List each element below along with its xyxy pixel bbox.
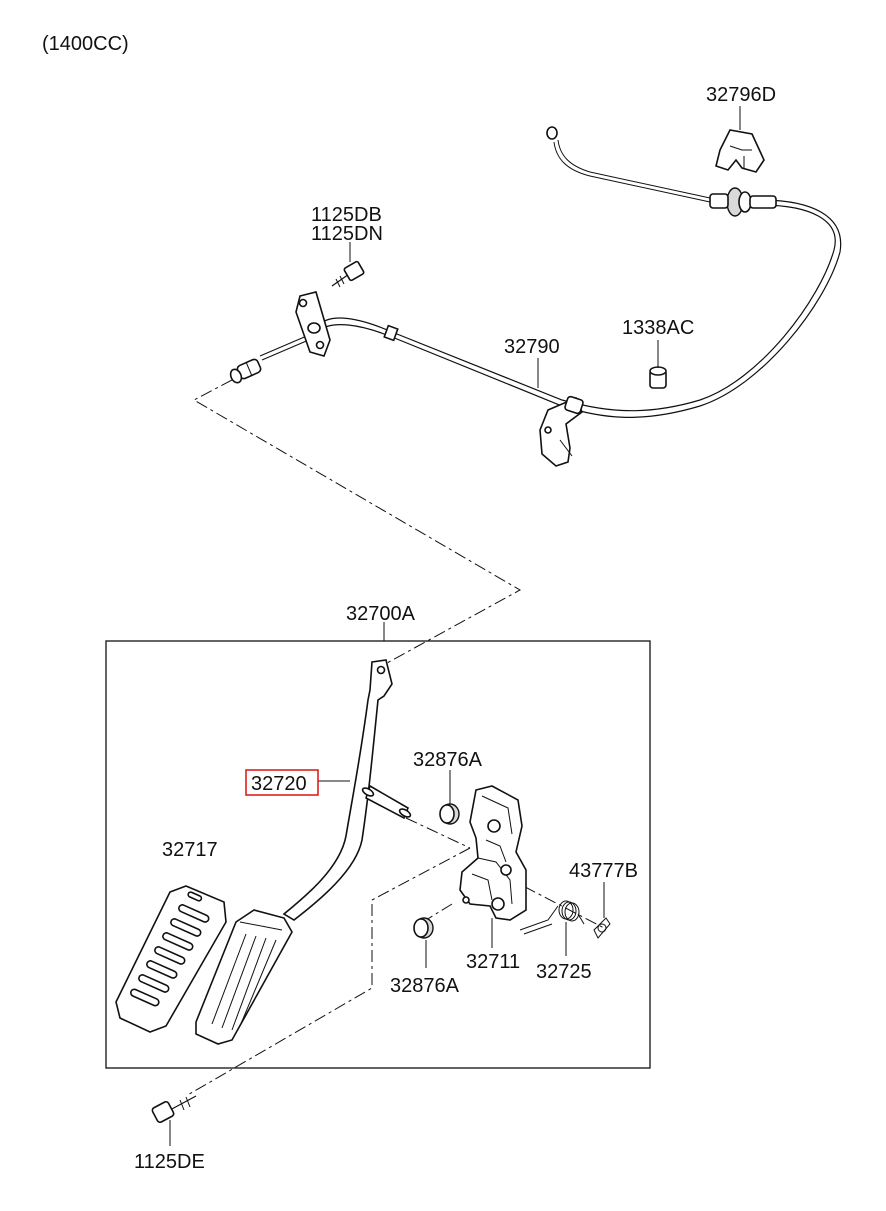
accelerator-cable-assembly (229, 126, 842, 467)
bolt-1125DE (151, 1095, 197, 1124)
highlight-box-32720 (245, 769, 319, 796)
bushing-32876A-bottom (413, 917, 434, 939)
pedal-bracket-32711 (459, 785, 527, 921)
label-32876A-bottom[interactable]: 32876A (390, 975, 460, 997)
label-1338AC[interactable]: 1338AC (622, 317, 694, 339)
label-1125DB[interactable]: 1125DB (311, 204, 382, 226)
cable-grommet (709, 187, 777, 217)
nut-1338AC (649, 366, 667, 389)
variant-note: (1400CC) (42, 33, 129, 55)
label-32700A[interactable]: 32700A (346, 603, 416, 625)
cable-bracket (539, 395, 584, 467)
label-1125DE[interactable]: 1125DE (134, 1151, 205, 1173)
label-32796D[interactable]: 32796D (706, 84, 776, 106)
cable-clip-32796D (715, 129, 765, 173)
bushing-32876A-top (439, 803, 460, 825)
bolt-1125DB (331, 260, 365, 288)
label-32876A-top[interactable]: 32876A (413, 749, 483, 771)
assembly-reference-lines (185, 379, 605, 1097)
label-32717[interactable]: 32717 (162, 839, 218, 861)
pedal-arm-32720 (282, 659, 412, 921)
cable-mounting-flange (295, 291, 331, 357)
label-32711[interactable]: 32711 (466, 951, 520, 973)
return-spring-32725 (519, 900, 585, 935)
label-43777B[interactable]: 43777B (569, 860, 638, 882)
label-32790[interactable]: 32790 (504, 336, 560, 358)
label-32725[interactable]: 32725 (536, 961, 592, 983)
pedal-assembly-box (105, 640, 651, 1069)
pedal-pad-32717 (115, 885, 227, 1033)
clip-43777B (593, 917, 611, 939)
label-32720[interactable]: 32720 (251, 773, 307, 795)
cable-end-fitting-left (229, 358, 262, 384)
pedal-pad-on-arm (195, 909, 293, 1045)
label-1125DN[interactable]: 1125DN (311, 223, 383, 245)
leader-lines (169, 106, 741, 1146)
